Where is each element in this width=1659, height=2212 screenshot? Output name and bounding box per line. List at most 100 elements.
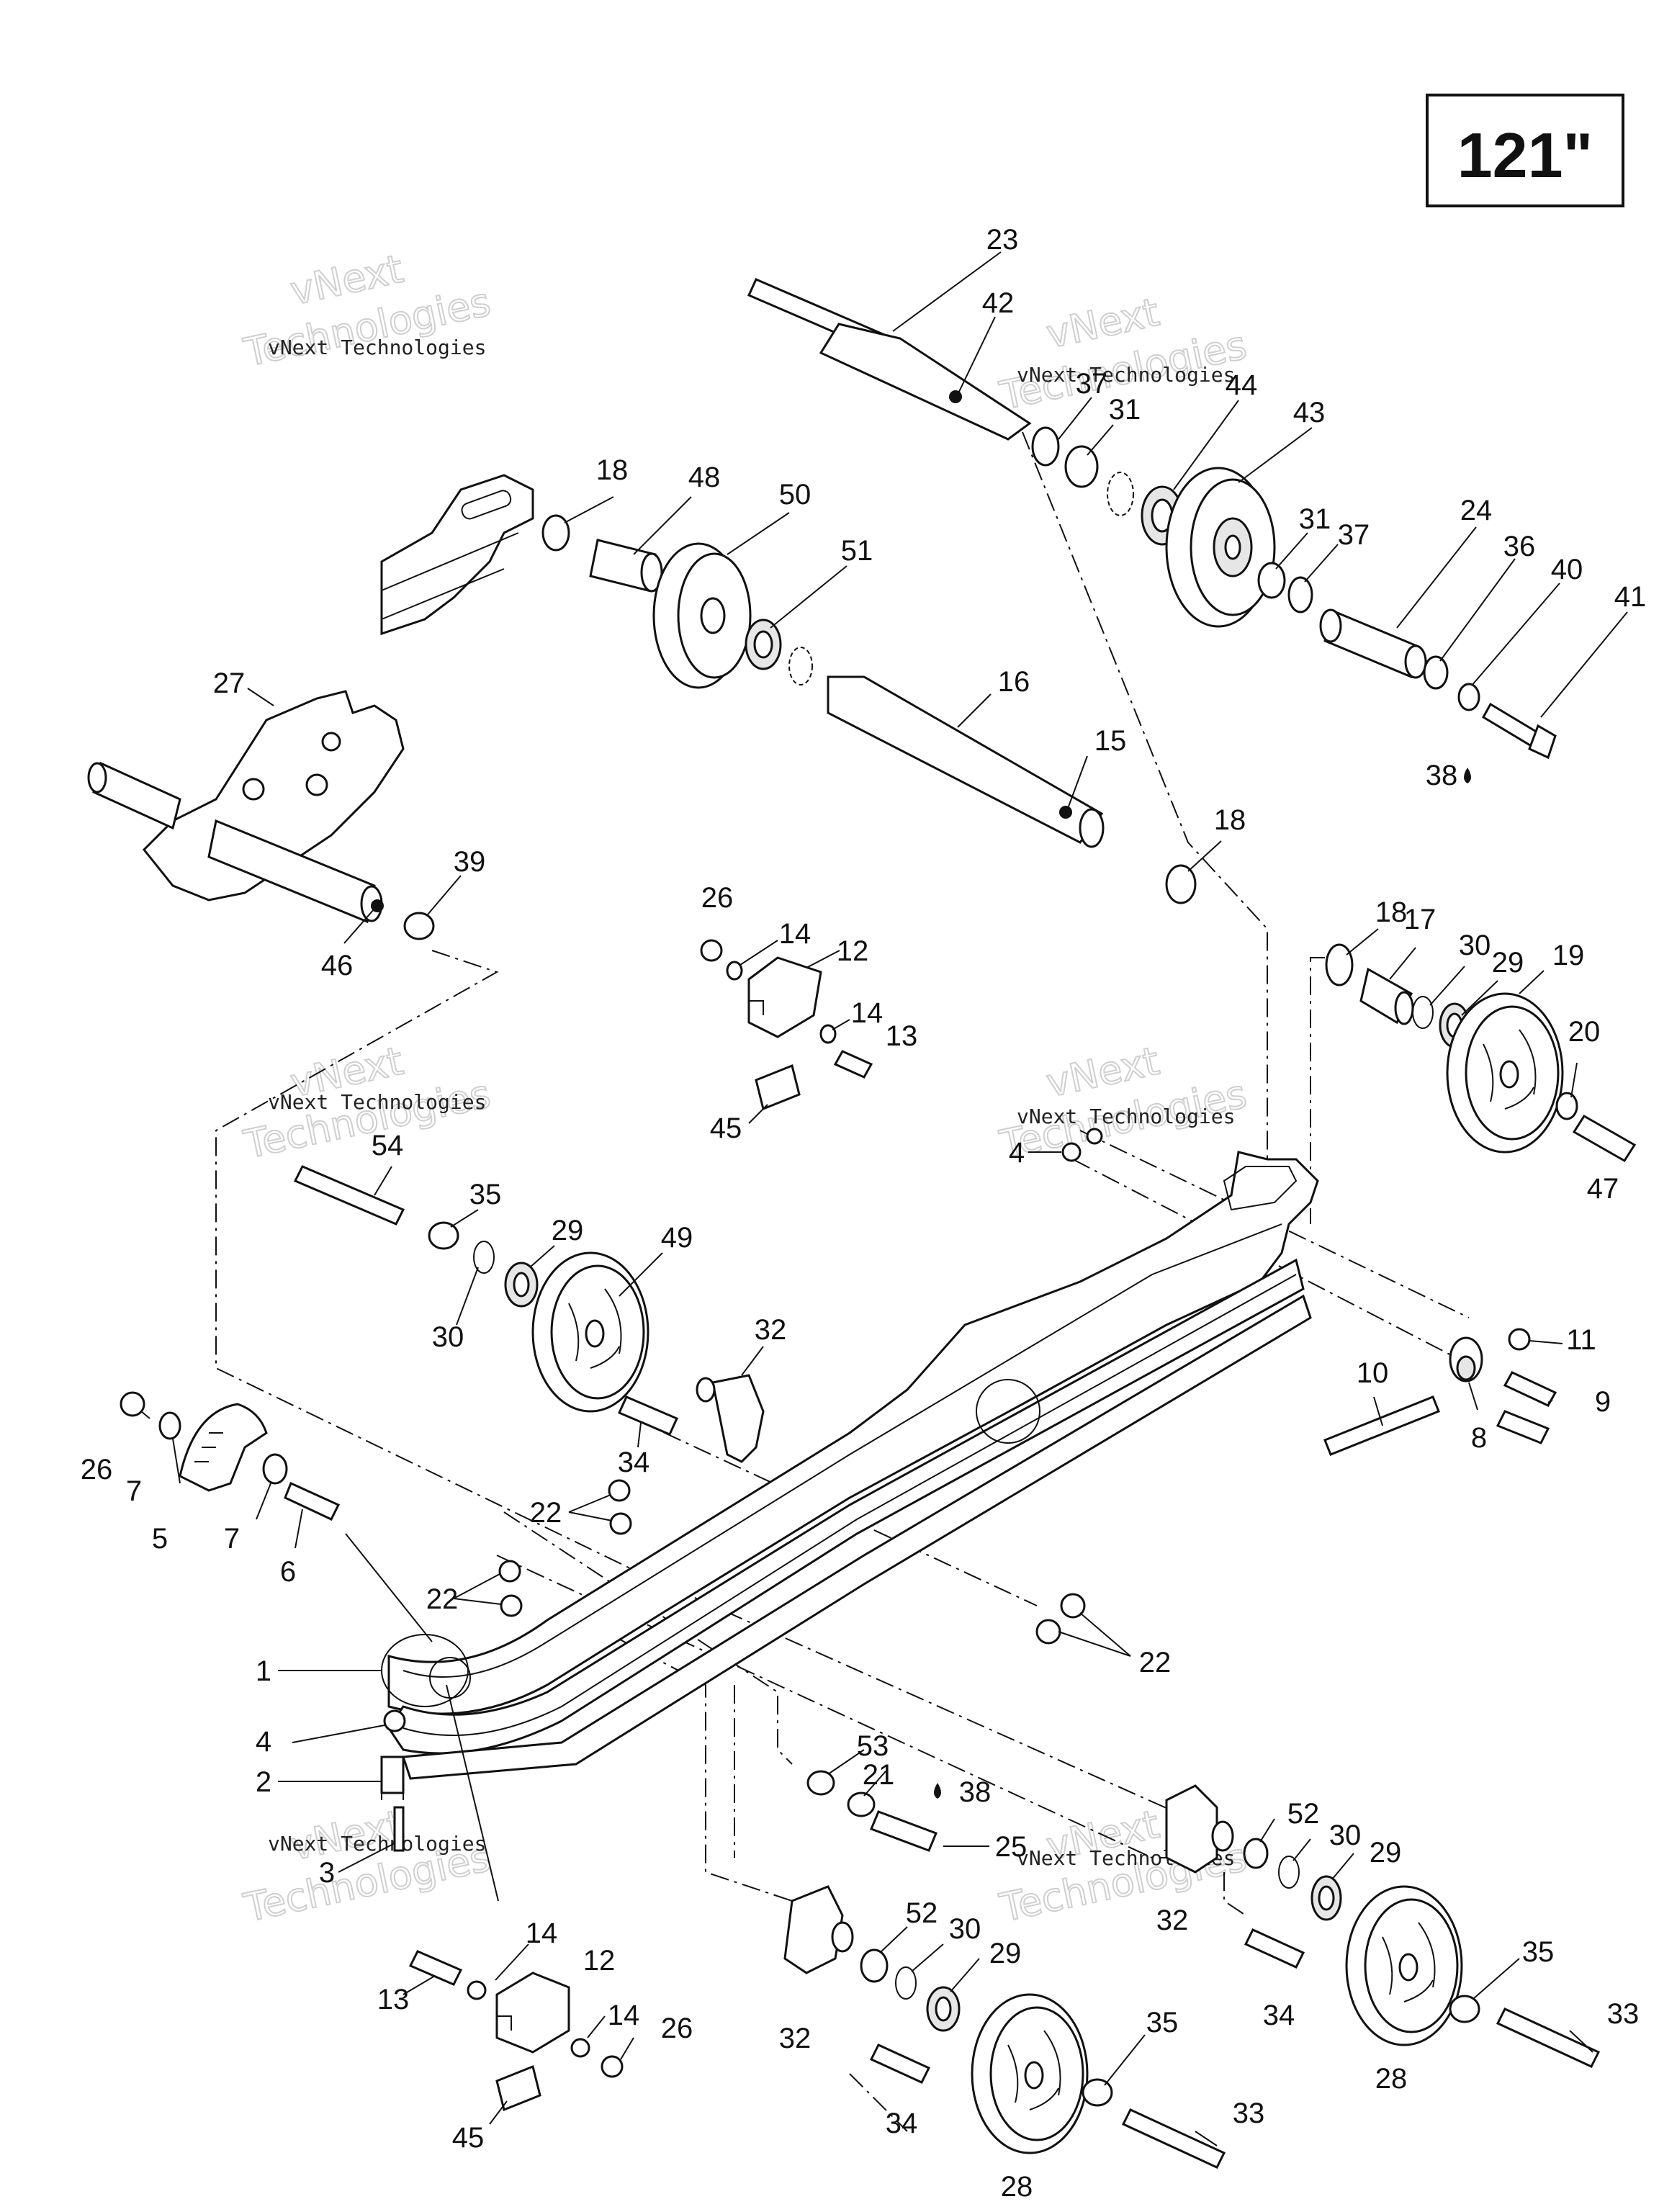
washer-35b <box>1082 2078 1113 2107</box>
label-31b: 31 <box>1299 503 1331 535</box>
spacer-17 <box>1359 967 1414 1025</box>
screw-9 <box>1503 1371 1557 1407</box>
washer-18a <box>541 514 570 552</box>
grease-point-15 <box>1059 806 1072 819</box>
ring-30c <box>895 1966 917 2000</box>
title-text: 121" <box>1457 120 1593 191</box>
washer-35c <box>1449 1995 1480 2023</box>
bolt-54 <box>293 1165 405 1226</box>
nut-4a <box>1061 1142 1082 1162</box>
label-32b: 32 <box>779 2023 811 2054</box>
watermark-4: vNext Technologies <box>995 1038 1251 1169</box>
stopper-block-12b <box>495 1972 570 2054</box>
bearing-29c <box>926 1986 961 2032</box>
rear-arm-27 <box>87 690 405 902</box>
label-29b: 29 <box>552 1215 584 1246</box>
bracket-32a <box>696 1374 765 1463</box>
label-18: 18 <box>596 454 629 486</box>
label-37: 37 <box>1076 368 1108 400</box>
insert-45a <box>755 1064 801 1111</box>
title-box: 121" <box>1426 94 1624 207</box>
label-5: 5 <box>152 1523 168 1555</box>
label-22b: 22 <box>426 1583 459 1615</box>
bracket-32b <box>783 1885 854 1974</box>
label-30b: 30 <box>432 1321 464 1353</box>
washer-35a <box>428 1221 459 1250</box>
bracket-32c <box>1165 1784 1234 1874</box>
nut-22b <box>498 1560 521 1583</box>
watermark-5: vNext Technologies <box>239 1801 495 1932</box>
label-18c: 18 <box>1375 896 1408 928</box>
stopper-block-12a <box>747 956 822 1038</box>
label-7: 7 <box>126 1475 142 1507</box>
label-37b: 37 <box>1338 519 1370 551</box>
label-52: 52 <box>906 1897 938 1929</box>
label-43: 43 <box>1293 397 1326 428</box>
label-46: 46 <box>321 950 354 981</box>
label-30c: 30 <box>949 1913 981 1945</box>
label-32c: 32 <box>1156 1905 1189 1936</box>
label-22c: 22 <box>1139 1647 1172 1678</box>
label-36: 36 <box>1503 531 1536 562</box>
label-38: 38 <box>1426 760 1458 791</box>
label-7b: 7 <box>224 1523 240 1555</box>
label-28b: 28 <box>1375 2063 1408 2095</box>
idler-wheel-50 <box>652 542 752 689</box>
label-33b: 33 <box>1607 1998 1640 2030</box>
spacer-48 <box>589 539 663 593</box>
nut-26c <box>601 2055 624 2078</box>
washer-52b <box>1243 1838 1269 1869</box>
label-41: 41 <box>1614 581 1647 613</box>
label-13b: 13 <box>377 1984 410 2015</box>
label-26: 26 <box>701 882 734 914</box>
wheel-49 <box>531 1251 649 1413</box>
watermark-text-2: vNext Technologies <box>1017 363 1235 387</box>
idler-wheel-43 <box>1165 467 1276 628</box>
bolt-6 <box>284 1481 341 1521</box>
bolt-34b <box>869 2044 931 2084</box>
label-29c: 29 <box>989 1938 1022 1969</box>
label-52b: 52 <box>1287 1798 1320 1830</box>
washer-7b <box>262 1453 288 1485</box>
label-51: 51 <box>841 535 873 567</box>
bearing-29b <box>504 1262 539 1308</box>
label-30: 30 <box>1459 930 1491 961</box>
label-10: 10 <box>1357 1357 1389 1389</box>
label-48: 48 <box>688 462 721 493</box>
nut-11 <box>1508 1328 1531 1351</box>
bolt-34c <box>1244 1928 1305 1969</box>
nut-26b <box>120 1391 145 1417</box>
label-47: 47 <box>1587 1173 1619 1205</box>
assembly-lines <box>215 431 1477 2132</box>
label-35: 35 <box>469 1179 502 1210</box>
washer-7a <box>158 1411 181 1440</box>
watermark-text-3: vNext Technologies <box>268 1090 486 1114</box>
bolt-47 <box>1572 1114 1637 1163</box>
label-2: 2 <box>256 1766 271 1798</box>
label-14: 14 <box>779 918 811 950</box>
wheel-28b <box>1345 1885 1463 2046</box>
label-3: 3 <box>319 1857 335 1889</box>
bearing-29d <box>1310 1875 1342 1921</box>
bolt-34a <box>618 1395 678 1436</box>
label-32: 32 <box>755 1314 787 1346</box>
label-34b: 34 <box>886 2108 918 2139</box>
bolt-25 <box>870 1810 938 1852</box>
slide-rail <box>381 1151 1319 1800</box>
label-13: 13 <box>886 1020 918 1052</box>
label-45: 45 <box>710 1112 742 1144</box>
label-11: 11 <box>1566 1324 1596 1356</box>
bracket-8 <box>1449 1336 1483 1382</box>
washer-40 <box>1457 683 1480 711</box>
watermark-text-4: vNext Technologies <box>1017 1105 1235 1128</box>
label-25: 25 <box>995 1831 1028 1863</box>
spacer-24 <box>1319 608 1427 679</box>
label-38b: 38 <box>959 1776 992 1808</box>
bolt-13a <box>833 1050 873 1079</box>
label-28: 28 <box>1001 2171 1033 2203</box>
label-29: 29 <box>1492 947 1524 979</box>
label-35b: 35 <box>1146 2007 1179 2038</box>
circlip <box>1107 472 1134 516</box>
bolt-41 <box>1481 702 1557 760</box>
